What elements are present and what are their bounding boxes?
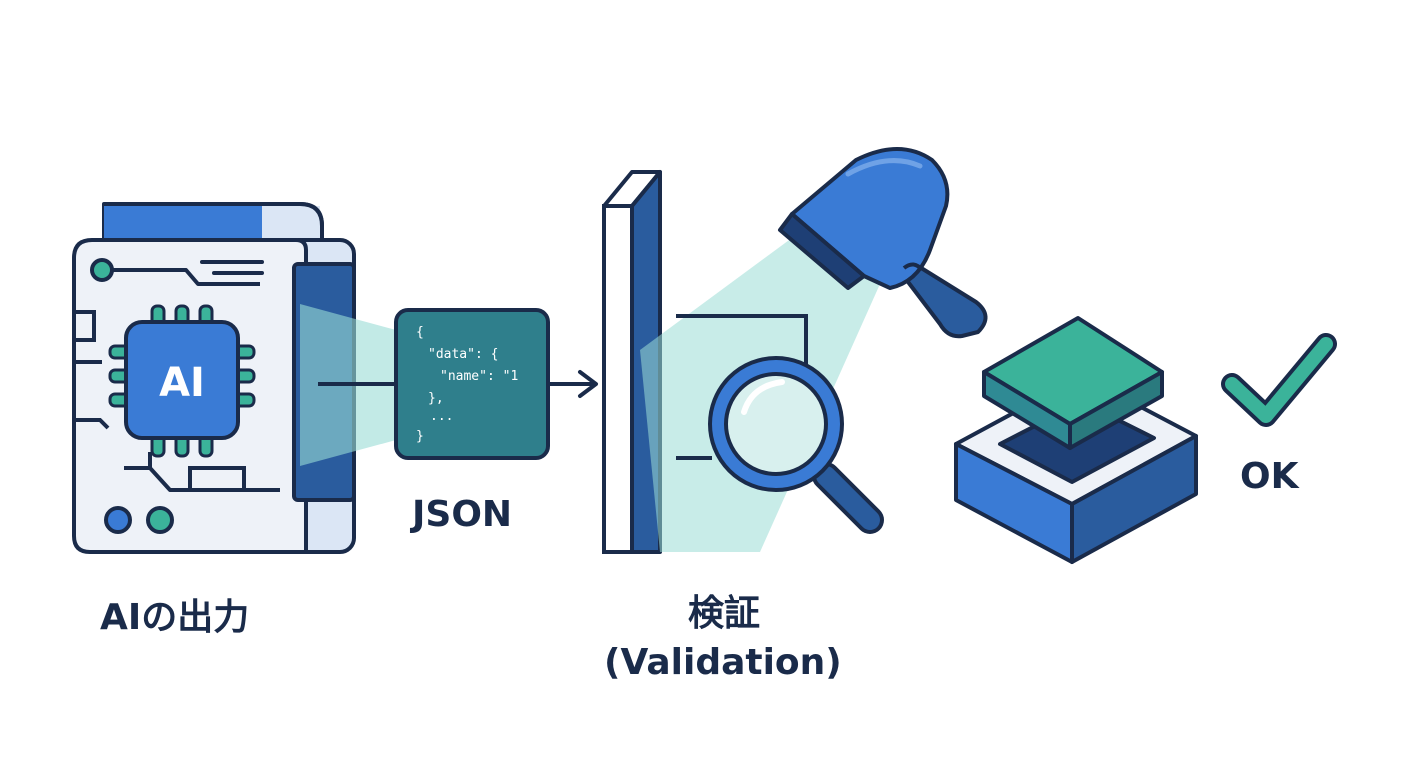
arrow-to-validation (548, 370, 598, 398)
label-validation-kanji: 検証 (688, 593, 761, 634)
label-validation-english: (Validation) (604, 642, 842, 683)
label-json: JSON (412, 494, 513, 535)
json-line-3: "name": "1 (440, 369, 518, 384)
label-ok: OK (1240, 456, 1299, 497)
magnifying-glass-icon (708, 356, 884, 534)
json-line-6: } (416, 429, 424, 444)
package-box-icon (954, 316, 1198, 564)
label-ai-output: AIの出力 (100, 597, 250, 638)
json-line-2: "data": { (428, 347, 498, 362)
json-line-4: }, (428, 391, 444, 406)
ai-chip-text: AI (159, 360, 205, 406)
json-line-5: ... (430, 409, 453, 424)
json-line-1: { (416, 325, 424, 340)
check-mark-icon (1221, 333, 1337, 427)
barcode-scanner-icon (778, 147, 988, 339)
json-document-icon: { "data": { "name": "1 }, ... } (394, 308, 550, 460)
